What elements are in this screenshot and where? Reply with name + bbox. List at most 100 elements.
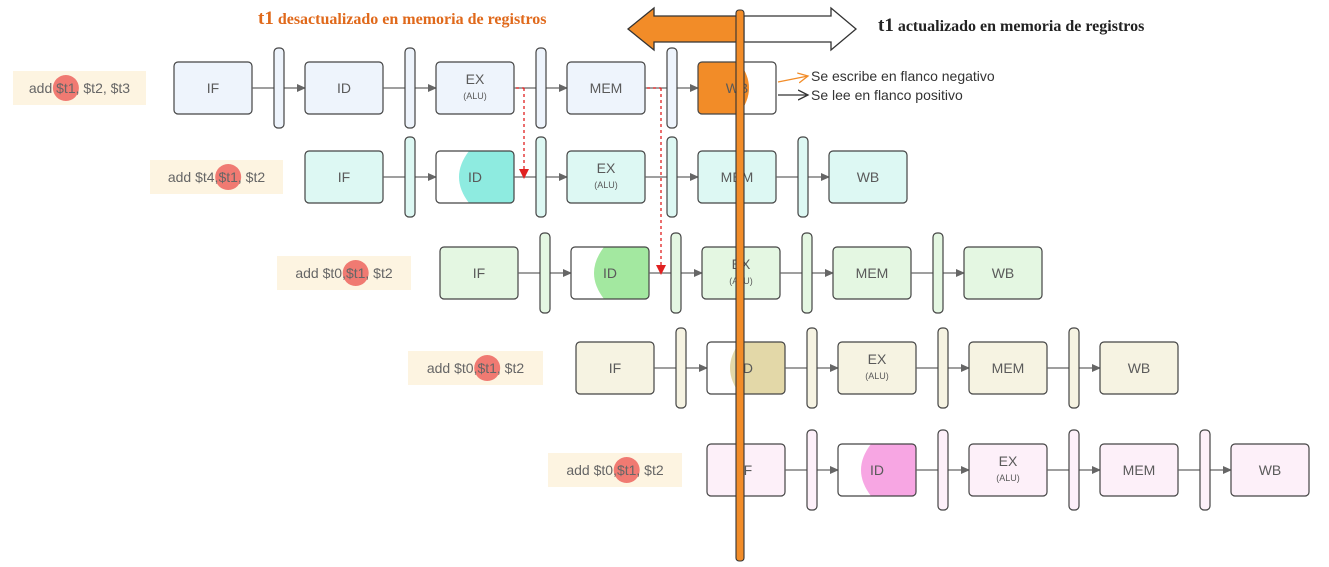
pipeline-register — [797, 136, 809, 218]
stage-id: ID — [837, 443, 917, 497]
instr-part: add $t0, — [566, 462, 617, 478]
stage-wb: WB — [1230, 443, 1310, 497]
instr-reg: $t1 — [617, 462, 637, 478]
stage-if: IF — [706, 443, 786, 497]
stage-box — [1230, 443, 1310, 497]
stage-wb: WB — [963, 246, 1043, 300]
stage-label: MEM — [1123, 462, 1156, 478]
instruction-text: add $t1, $t2, $t3 — [29, 80, 130, 96]
stage-id: ID — [435, 150, 515, 204]
stage-ex: EX (ALU) — [435, 61, 515, 115]
stage-label: ID — [870, 462, 884, 478]
stage-sublabel: (ALU) — [996, 473, 1020, 483]
stage-if: IF — [173, 61, 253, 115]
pipeline-register — [801, 232, 813, 314]
header-left-label: t1 desactualizado en memoria de registro… — [258, 8, 547, 29]
instr-part: , $t2 — [365, 265, 392, 281]
stage-if: IF — [575, 341, 655, 395]
stage-wb: WB — [828, 150, 908, 204]
stage-label: IF — [473, 265, 485, 281]
pipeline-register — [1068, 429, 1080, 511]
arrow-right-icon — [743, 6, 858, 52]
stage-box — [1099, 341, 1179, 395]
instr-part: , $t2 — [497, 360, 524, 376]
stage-label: EX — [466, 71, 485, 87]
instruction-text: add $t0,$t1, $t2 — [295, 265, 393, 281]
pipeline-register — [1199, 429, 1211, 511]
register-highlight — [474, 355, 501, 381]
instr-part: , $t2 — [238, 169, 265, 185]
instr-reg: $t1 — [477, 360, 497, 376]
pipeline-register — [932, 232, 944, 314]
write-note: Se escribe en flanco negativo — [811, 68, 995, 84]
write-note-arrow — [777, 76, 808, 82]
stage-label: EX — [597, 160, 616, 176]
stage-half-fill — [861, 444, 916, 496]
pipeline-register — [666, 136, 678, 218]
instruction-label: add $t1, $t2, $t3 — [13, 71, 146, 105]
read-note: Se lee en flanco positivo — [811, 87, 963, 103]
stage-mem: MEM — [1099, 443, 1179, 497]
stage-box — [435, 61, 515, 115]
instr-part: , $t2 — [636, 462, 663, 478]
instruction-bg — [13, 71, 146, 105]
pipeline-register — [1068, 327, 1080, 409]
stage-ex: EX(ALU) — [566, 150, 646, 204]
instruction-label: add $t0,$t1, $t2 — [548, 453, 682, 487]
pipeline-register — [273, 47, 285, 129]
stage-id: ID — [304, 61, 384, 115]
stage-sublabel: (ALU) — [463, 91, 487, 101]
stage-ex: EX(ALU) — [837, 341, 917, 395]
stage-label: WB — [1128, 360, 1151, 376]
stage-label: EX — [868, 351, 887, 367]
stage-ex: EX(ALU) — [968, 443, 1048, 497]
instr-reg: $t1 — [56, 80, 76, 96]
pipeline-register — [937, 429, 949, 511]
stage-label: WB — [857, 169, 880, 185]
stage-label: IF — [207, 80, 219, 96]
stage-box — [828, 150, 908, 204]
stage-label: ID — [603, 265, 617, 281]
stage-label: MEM — [992, 360, 1025, 376]
arrow-left-icon — [626, 6, 742, 52]
register-highlight — [52, 75, 79, 101]
stage-if: IF — [304, 150, 384, 204]
stage-half-fill — [459, 151, 514, 203]
stage-box — [963, 246, 1043, 300]
instruction-label: add $t0,$t1, $t2 — [408, 351, 543, 385]
stage-label: ID — [337, 80, 351, 96]
pipeline-register — [535, 136, 547, 218]
pipeline-register — [404, 136, 416, 218]
stage-box — [968, 443, 1048, 497]
stage-label: MEM — [590, 80, 623, 96]
instruction-text: add $t0,$t1, $t2 — [427, 360, 525, 376]
instr-part: add $t0, — [427, 360, 478, 376]
stage-label: IF — [609, 360, 621, 376]
stage-label: MEM — [856, 265, 889, 281]
stage-mem: MEM — [968, 341, 1048, 395]
stage-id: ID — [706, 341, 786, 395]
stage-mem: MEM — [566, 61, 646, 115]
instruction-text: add $t4,$t1, $t2 — [168, 169, 266, 185]
clock-line-group — [735, 9, 745, 562]
instruction-label: add $t0,$t1, $t2 — [277, 256, 411, 290]
stage-id: ID — [570, 246, 650, 300]
stage-label: WB — [992, 265, 1015, 281]
register-highlight — [613, 457, 640, 483]
instr-reg: $t1 — [218, 169, 238, 185]
pipeline-register — [539, 232, 551, 314]
pipeline-register — [404, 47, 416, 129]
pipeline-register — [535, 47, 547, 129]
instruction-label: add $t4,$t1, $t2 — [150, 160, 283, 194]
pipeline-row: add $t0,$t1, $t2 IF ID EX(ALU) MEM WB — [548, 429, 1310, 511]
stage-box — [566, 150, 646, 204]
stage-half-fill — [594, 247, 649, 299]
instr-part: add — [29, 80, 56, 96]
wb-notes: Se escribe en flanco negativo Se lee en … — [777, 68, 995, 103]
